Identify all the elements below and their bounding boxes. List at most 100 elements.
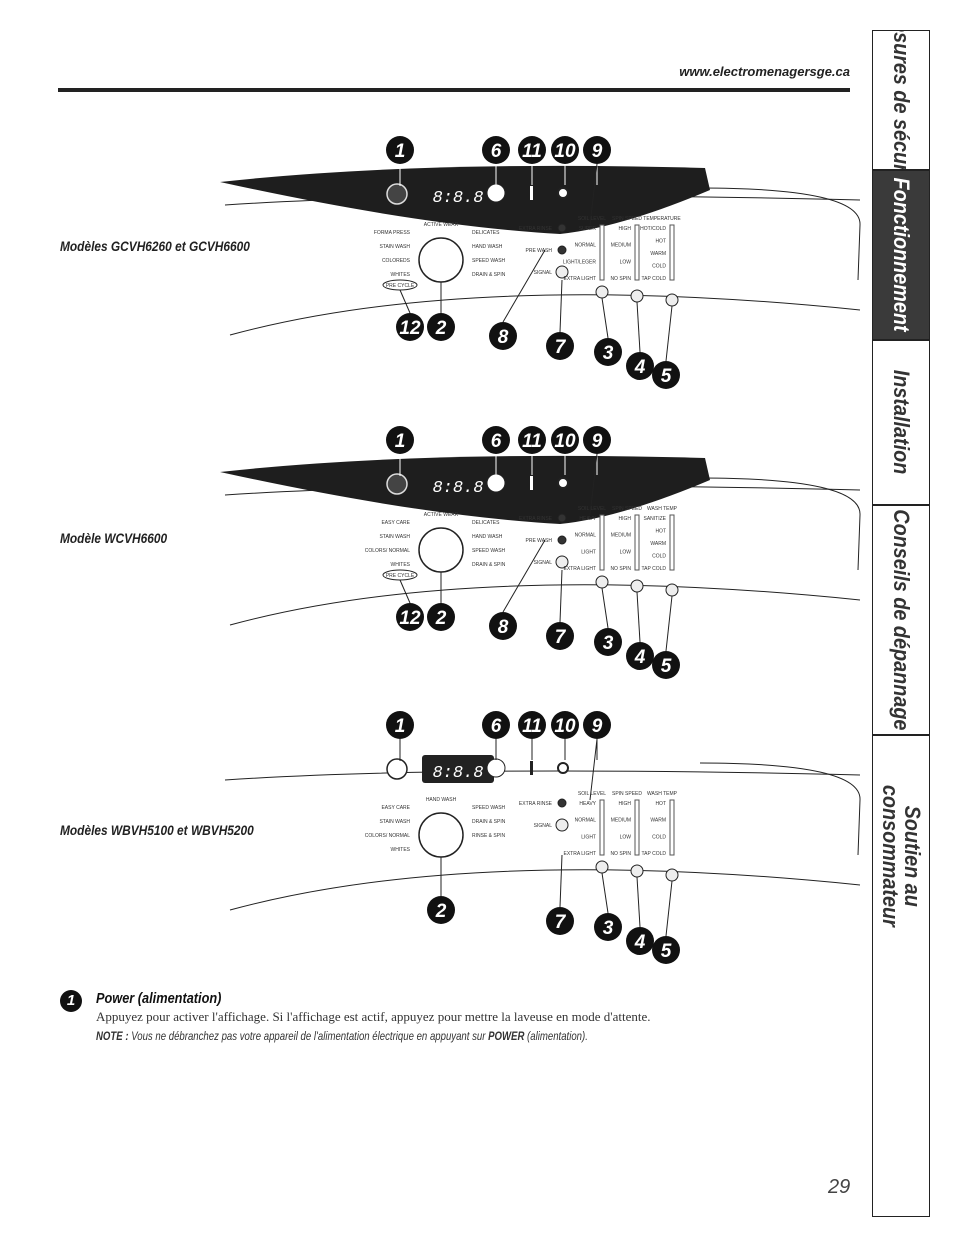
dial-label: STAIN WASH	[379, 244, 410, 250]
option-button	[557, 535, 567, 545]
tab-fonctionnement[interactable]: Fonctionnement	[873, 171, 929, 341]
callout-circle	[652, 651, 680, 679]
callout-circle	[652, 361, 680, 389]
tab-mesures-de-securite[interactable]: Mesures de sécurité	[873, 31, 929, 171]
column-item: LIGHT	[581, 549, 596, 555]
callout-number: 2	[435, 608, 447, 629]
tab-conseils-de-depannage[interactable]: Conseils de dépannage	[873, 506, 929, 736]
leader-line	[665, 880, 673, 937]
callout-number: 1	[395, 431, 406, 452]
precycle-label: PRE CYCLE	[386, 283, 415, 289]
callout-number: 5	[661, 656, 672, 677]
panel-top-line	[224, 770, 861, 781]
column-item: NO SPIN	[610, 566, 631, 572]
column-item: WARM	[650, 251, 666, 257]
dial-label: DRAIN & SPIN	[472, 819, 506, 825]
column-title: TEMPERATURE	[643, 216, 681, 222]
tab-installation[interactable]: Installation	[873, 341, 929, 506]
model-label-2: Modèle WCVH6600	[60, 530, 168, 546]
select-button	[595, 575, 609, 589]
dial-label: COLORS/ NORMAL	[365, 548, 411, 554]
tab-soutien-au-consommateur[interactable]: Soutien au consommateur	[873, 736, 929, 976]
note-end: (alimentation).	[524, 1029, 588, 1043]
column-item: TAP COLD	[641, 276, 666, 282]
panel-bottom-line	[229, 584, 861, 626]
select-button	[595, 860, 609, 874]
page-number: 29	[828, 1176, 851, 1198]
leader-line	[601, 587, 609, 629]
option-button	[557, 245, 567, 255]
section-title: Power (alimentation)	[96, 990, 222, 1007]
option-label: EXTRA RINSE	[519, 226, 553, 232]
select-button	[630, 289, 644, 303]
dial-label: DRAIN & SPIN	[472, 562, 506, 568]
callout-circle	[489, 322, 517, 350]
leader-line	[636, 301, 641, 353]
option-label: SIGNAL	[534, 270, 553, 276]
column-item: NORMAL	[575, 533, 597, 539]
column-title: SPIN SPEED	[612, 791, 642, 797]
column-item: LIGHT/LEGER	[563, 259, 596, 265]
callout-circle	[546, 907, 574, 935]
callout-number: 7	[555, 912, 567, 933]
tab-label: Soutien au consommateur	[878, 785, 925, 927]
level-slider	[599, 799, 605, 856]
column-item: WARM	[650, 818, 666, 824]
power-button-icon	[386, 473, 408, 495]
column-item: EXTRA LIGHT	[563, 851, 596, 857]
cycle-dial-knob	[418, 812, 464, 858]
callout-number-badge: 1	[60, 990, 82, 1012]
start-button-icon	[486, 473, 506, 493]
leader-line	[399, 579, 411, 604]
panel-bottom-line	[229, 869, 861, 911]
column-title: WASH TEMP	[647, 791, 678, 797]
leader-line	[589, 738, 598, 801]
callout-circle	[583, 711, 611, 739]
column-item: EXTRA LIGHT	[563, 566, 596, 572]
callout-circle	[518, 426, 546, 454]
callout-number: 9	[592, 141, 603, 162]
leader-line	[559, 854, 563, 908]
callout-number: 3	[603, 633, 614, 654]
delay-button-icon	[557, 477, 569, 489]
display-digits: 8:8.8	[432, 764, 483, 783]
option-button	[555, 818, 569, 832]
dial-label: EASY CARE	[381, 805, 410, 811]
callout-number: 8	[498, 617, 509, 638]
column-item: NORMAL	[575, 243, 597, 249]
callout-number: 8	[498, 327, 509, 348]
callout-circle	[489, 612, 517, 640]
callout-number: 4	[634, 932, 646, 953]
dial-label: DELICATES	[472, 520, 500, 526]
leader-line	[636, 591, 641, 643]
lock-indicator	[530, 186, 533, 200]
column-item: MEDIUM	[611, 818, 631, 824]
callout-circle	[594, 628, 622, 656]
column-title: WASH TEMP	[647, 506, 678, 512]
header-rule	[58, 88, 850, 92]
callout-circle	[427, 603, 455, 631]
level-slider	[634, 514, 640, 571]
option-label: PRE WASH	[526, 538, 553, 544]
callout-number: 7	[555, 627, 567, 648]
start-button-icon	[486, 183, 506, 203]
callout-circle	[396, 603, 424, 631]
callout-number: 10	[554, 431, 576, 452]
callout-circle	[546, 622, 574, 650]
dial-label: RINSE & SPIN	[472, 833, 505, 839]
dial-label: HAND WASH	[426, 797, 457, 803]
callout-number: 9	[592, 716, 603, 737]
column-item: NORMAL	[575, 818, 597, 824]
dial-label: WHITES	[391, 847, 411, 853]
callout-circle	[518, 711, 546, 739]
callout-circle	[386, 136, 414, 164]
select-button	[665, 293, 679, 307]
dial-label: COLOREDS	[382, 258, 411, 264]
option-label: SIGNAL	[534, 560, 553, 566]
level-slider	[634, 799, 640, 856]
select-button	[630, 579, 644, 593]
option-label: SIGNAL	[534, 823, 553, 829]
option-button	[557, 798, 567, 808]
